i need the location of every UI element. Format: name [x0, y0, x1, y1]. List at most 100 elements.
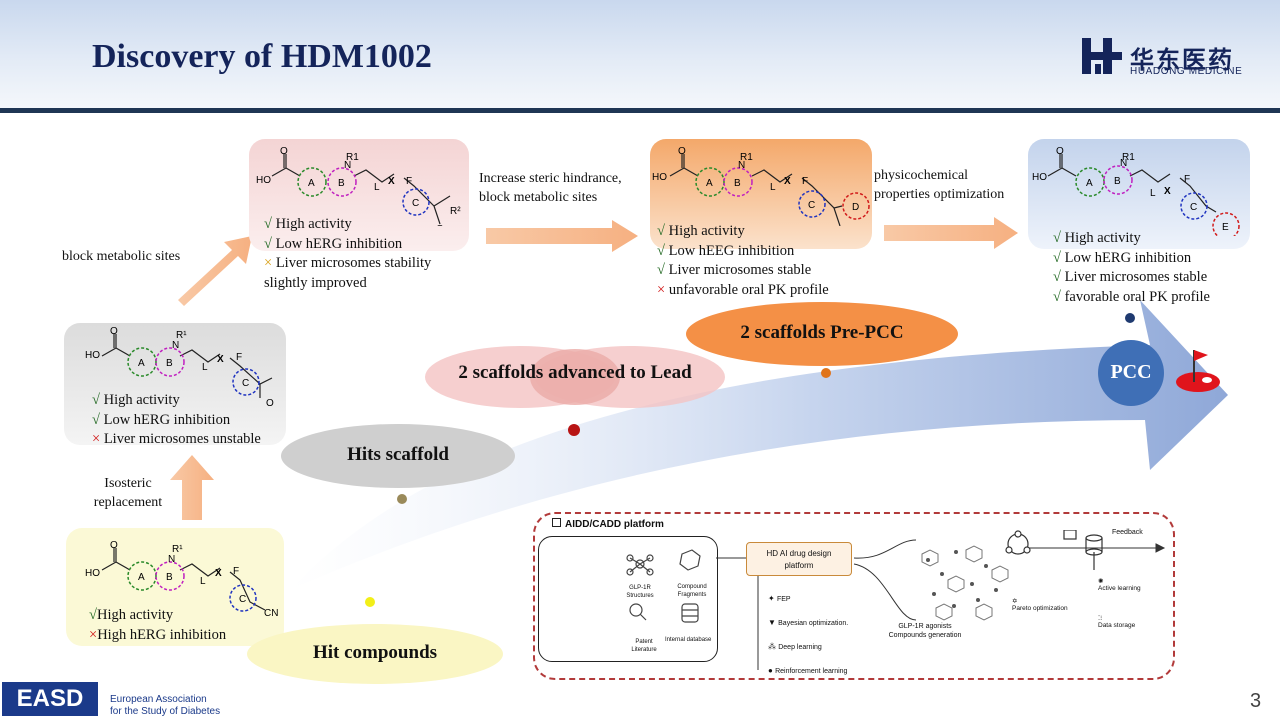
svg-text:B: B	[338, 178, 345, 189]
hits-prop-1: √ High activity	[92, 392, 180, 408]
svg-text:O: O	[1056, 146, 1064, 157]
header-divider	[0, 108, 1280, 113]
block-sites-label: block metabolic sites	[62, 249, 181, 264]
svg-text:A: A	[706, 178, 713, 189]
lead-structure: HO O A B N R1 L X F C R² O	[256, 146, 461, 226]
svg-text:R1: R1	[740, 152, 753, 163]
lead-label: 2 scaffolds advanced to Lead	[458, 362, 692, 383]
lead-ellipse-overlap	[530, 349, 620, 405]
platform-input-icons	[626, 549, 701, 623]
hit-prop-2: ×High hERG inhibition	[89, 626, 227, 643]
hits-scaffold-ellipse	[281, 424, 515, 488]
page-number: 3	[1250, 690, 1262, 712]
svg-text:F: F	[236, 352, 242, 363]
svg-text:F: F	[233, 566, 239, 577]
method-rl: ● Reinforcement learning	[768, 666, 848, 675]
svg-text:N: N	[1120, 158, 1127, 169]
svg-text:X: X	[1164, 186, 1171, 197]
svg-text:N: N	[738, 160, 745, 171]
svg-text:B: B	[166, 358, 173, 369]
hits-prop-2: √ Low hERG inhibition	[92, 411, 231, 428]
svg-text:B: B	[1114, 176, 1121, 187]
svg-text:X: X	[217, 354, 224, 365]
hit-compounds-label: Hit compounds	[312, 642, 438, 663]
method-bayesian: ▼ Bayesian optimization.	[768, 618, 849, 627]
network-icon: ⁂	[768, 642, 779, 651]
block-sites-arrow	[178, 236, 252, 306]
hits-scaffold-label: Hits scaffold	[347, 444, 449, 465]
prepcc-structure: HO O A B N R1 L X F C D O	[652, 146, 870, 226]
svg-text:N: N	[172, 340, 179, 351]
brain-gear-icon: ✺	[1098, 578, 1104, 585]
svg-text:C: C	[1190, 202, 1197, 213]
svg-text:F: F	[1184, 174, 1190, 185]
database-label: Internal database	[665, 637, 712, 643]
hits-scaffold-props: √ High activity √ Low hERG inhibition × …	[92, 391, 261, 450]
hits-scaffold-box	[64, 323, 286, 445]
platform-inputs-box	[538, 536, 718, 662]
header-bar	[0, 0, 1280, 108]
prepcc-box	[650, 139, 872, 249]
isosteric-label: Isosteric replacement	[93, 476, 163, 510]
svg-text:A: A	[1086, 178, 1093, 189]
svg-text:A: A	[138, 358, 145, 369]
hits-dot	[397, 494, 407, 504]
svg-text:L: L	[770, 182, 776, 193]
isosteric-arrow	[170, 455, 214, 520]
svg-text:C: C	[412, 198, 419, 209]
page-title: Discovery of HDM1002	[92, 38, 432, 75]
huadong-logo-icon	[1082, 38, 1122, 74]
fep-icon: ✦	[768, 594, 777, 603]
method-fep: ✦ FEP	[768, 594, 791, 603]
pcc-box	[1028, 139, 1250, 249]
svg-text:N: N	[168, 554, 175, 565]
pcc-dot	[1125, 313, 1135, 323]
logo-text-cn: 华东医药	[1130, 46, 1234, 74]
svg-text:O: O	[436, 224, 444, 226]
pcc-circle	[1098, 340, 1164, 406]
svg-text:C: C	[242, 378, 249, 389]
feedback-label: Feedback	[1112, 529, 1143, 536]
svg-text:A: A	[138, 572, 145, 583]
svg-text:R¹: R¹	[176, 330, 187, 341]
pareto-label: ✡Pareto optimization	[1012, 598, 1068, 612]
svg-text:L: L	[374, 182, 380, 193]
svg-text:R²: R²	[450, 206, 461, 217]
hit-props: √High activity ×High hERG inhibition	[89, 606, 226, 645]
svg-text:L: L	[200, 576, 206, 587]
prepcc-prop-4: × unfavorable oral PK profile	[657, 281, 829, 298]
svg-text:R¹: R¹	[172, 544, 183, 555]
prepcc-ellipse	[686, 302, 958, 366]
svg-text:HO: HO	[652, 172, 667, 183]
checkbox-icon	[552, 518, 561, 527]
svg-text:HO: HO	[256, 175, 271, 186]
svg-text:X: X	[215, 568, 222, 579]
lead-dot	[568, 424, 580, 436]
hit-compounds-ellipse	[247, 624, 503, 684]
star-icon: ✡	[1012, 598, 1018, 605]
prepcc-label: 2 scaffolds Pre-PCC	[740, 322, 904, 343]
platform-frame	[533, 512, 1175, 680]
hit-compound-structure: HO O A B N R¹ L X F C CN	[85, 540, 278, 619]
svg-text:E: E	[1222, 222, 1229, 233]
svg-text:R1: R1	[1122, 152, 1135, 163]
prepcc-dot	[821, 368, 831, 378]
lead-prop-1: √ High activity	[264, 216, 352, 232]
method-deep: ⁂ Deep learning	[768, 642, 822, 651]
svg-text:C: C	[808, 200, 815, 211]
svg-text:R1: R1	[346, 152, 359, 163]
steric-arrow	[486, 220, 638, 252]
svg-text:D: D	[852, 202, 859, 213]
svg-text:CN: CN	[264, 608, 278, 619]
physchem-label: physicochemical properties optimization	[874, 168, 1005, 202]
platform-title: AIDD/CADD platform	[552, 518, 664, 530]
easd-logo: EASD	[2, 682, 98, 716]
svg-text:HO: HO	[1032, 172, 1047, 183]
logo-text-en: HUADONG MEDICINE	[1130, 66, 1243, 77]
pcc-prop-4: √ favorable oral PK profile	[1053, 288, 1210, 305]
